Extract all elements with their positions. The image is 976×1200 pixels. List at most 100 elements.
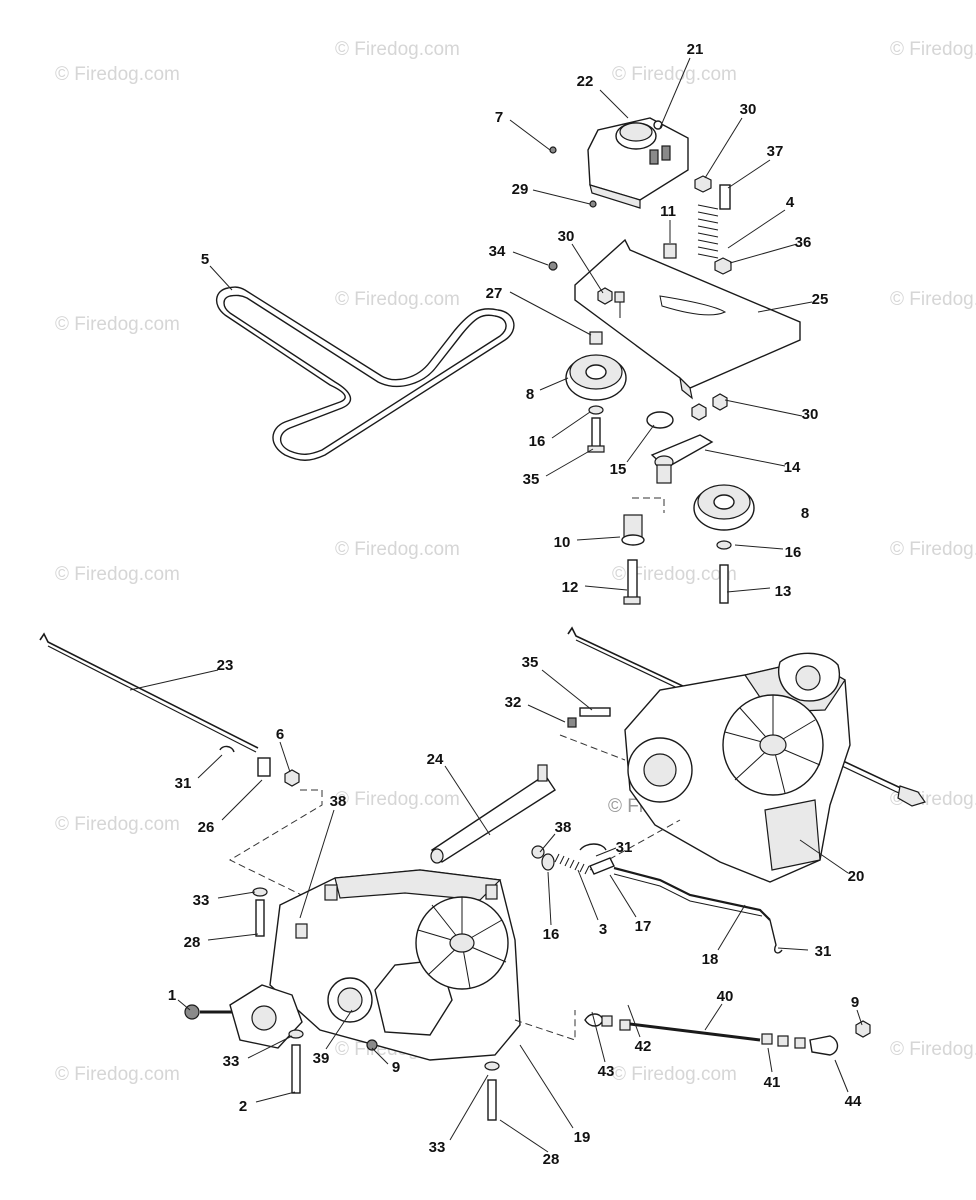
callout-leader [449,1074,489,1141]
watermark: © Firedog.com [612,564,737,585]
callout-label: 11 [660,203,676,220]
callout-label: 31 [175,775,192,792]
callout-label: 20 [848,868,865,885]
callout-leader [717,904,746,951]
callout-label: 27 [486,285,503,302]
callout-label: 4 [786,194,795,211]
callout-label: 12 [562,579,579,596]
callout-label: 33 [223,1053,240,1070]
callout-label: 25 [812,291,829,308]
watermark: © Firedog.com [890,539,976,560]
callout-leader [519,1044,574,1129]
cooling-fan-right [722,694,824,796]
callout-leader [129,669,219,691]
callout-leader [247,1035,293,1059]
tie-rod-assembly [584,1013,871,1056]
callout-label: 36 [795,234,812,251]
watermark: © Firedog.com [55,814,180,835]
callout-leader [512,251,549,266]
callout-leader [221,779,263,821]
callout-label: 1 [168,987,176,1004]
callout-label: 30 [802,406,819,423]
callout-leader [734,544,784,550]
callout-label: 41 [764,1074,781,1091]
callout-label: 38 [330,793,347,810]
callout-leader [499,1119,549,1153]
callout-leaders [129,57,863,1153]
callout-label: 10 [554,534,571,551]
callout-leader [577,869,599,921]
watermark: © Firedog.com [890,289,976,310]
callout-leader [547,871,552,926]
callout-label: 8 [526,386,534,403]
idler-pulley-upper [565,331,627,453]
callout-leader [509,119,551,151]
callout-leader [626,424,655,463]
callout-leader [571,243,604,294]
callout-leader [545,448,594,477]
drive-belt [216,286,515,461]
callout-label: 8 [801,505,809,522]
callout-leader [527,704,566,723]
callout-leader [729,243,798,264]
callout-leader [627,1004,641,1038]
callout-label: 15 [610,461,627,478]
watermark: © Firedog.com [335,39,460,60]
right-transaxle [567,652,851,883]
callout-label: 31 [815,943,832,960]
callout-label: 35 [522,654,539,671]
callout-label: 18 [702,951,719,968]
callout-leader [609,874,637,918]
watermark: © Firedog.com [55,314,180,335]
callout-leader [539,377,569,391]
callout-label: 3 [599,921,607,938]
callout-leader [704,449,786,467]
left-transaxle [184,869,521,1061]
callout-leader [444,765,491,836]
callout-leader [255,1091,296,1103]
callout-label: 44 [845,1093,862,1110]
callout-label: 37 [767,143,784,160]
callout-leader [325,1009,353,1050]
watermark: © Firedog.com [890,1039,976,1060]
hydraulic-reservoir [549,117,689,209]
left-control-rod [39,632,323,906]
watermark: © Firedog.com [890,39,976,60]
callout-leader [177,999,191,1011]
callout-leader [757,301,813,313]
callout-label: 39 [313,1050,330,1067]
callout-label: 9 [851,994,859,1011]
callout-label: 9 [392,1059,400,1076]
callout-leader [856,1009,863,1026]
callout-label: 30 [558,228,575,245]
callout-leader [591,1011,606,1063]
cross-tube [430,764,556,864]
watermark: © Firedog.com [335,539,460,560]
callout-label: 28 [184,934,201,951]
callout-label: 42 [635,1038,652,1055]
callout-leader [724,399,803,417]
center-linkage [531,819,783,954]
watermark: © Firedog.com [55,64,180,85]
callout-label: 16 [785,544,802,561]
callout-label: 19 [574,1129,591,1146]
callout-leader [279,741,291,773]
callout-label: 26 [198,819,215,836]
callout-leader [834,1059,849,1093]
callout-leader [539,833,556,853]
callout-label: 34 [489,243,506,260]
callout-leader [777,947,809,951]
callout-label: 6 [276,726,284,743]
callout-leader [595,847,617,857]
callout-label: 28 [543,1151,560,1168]
callout-leader [704,1003,723,1031]
callout-label: 16 [543,926,560,943]
callout-label: 22 [577,73,594,90]
callout-leader [727,159,771,189]
watermark: © Firedog.com [55,1064,180,1085]
callout-label: 5 [201,251,209,268]
callout-label: 33 [193,892,210,909]
watermark: © Firedog.com [612,64,737,85]
